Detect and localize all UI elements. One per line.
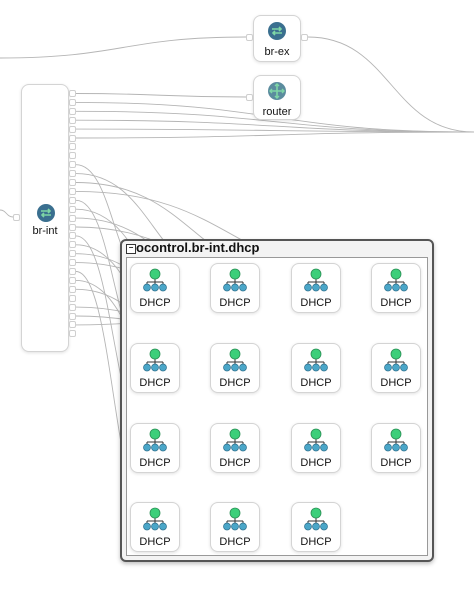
port[interactable]	[69, 196, 76, 204]
port[interactable]	[69, 179, 76, 186]
link-edge	[307, 36, 474, 133]
dhcp-node[interactable]: DHCP	[291, 502, 341, 552]
dhcp-server-icon	[143, 268, 167, 292]
link-edge	[0, 209, 14, 218]
port[interactable]	[246, 94, 253, 101]
dhcp-node[interactable]: DHCP	[130, 502, 180, 552]
dhcp-node[interactable]: DHCP	[210, 502, 260, 552]
port[interactable]	[69, 330, 76, 338]
node-label: br-ex	[264, 46, 290, 58]
port[interactable]	[69, 98, 76, 106]
port[interactable]	[69, 214, 76, 222]
node-label: DHCP	[139, 536, 171, 548]
port[interactable]	[69, 152, 76, 160]
port[interactable]	[69, 241, 76, 249]
port[interactable]	[69, 285, 76, 293]
link-edge	[75, 93, 247, 98]
port[interactable]	[69, 116, 76, 124]
node-label: DHCP	[139, 457, 171, 469]
node-label: DHCP	[219, 536, 251, 548]
port[interactable]	[69, 223, 76, 231]
dhcp-server-icon	[223, 348, 247, 372]
node-label: br-int	[32, 225, 58, 237]
node-label: router	[262, 106, 292, 118]
port[interactable]	[69, 107, 76, 115]
dhcp-node[interactable]: DHCP	[210, 423, 260, 473]
node-label: DHCP	[380, 457, 412, 469]
dhcp-node[interactable]: DHCP	[291, 423, 341, 473]
port[interactable]	[69, 134, 76, 142]
link-edge	[0, 36, 247, 59]
collapse-button[interactable]: −	[126, 244, 136, 254]
port[interactable]	[301, 34, 308, 41]
dhcp-server-icon	[223, 507, 247, 531]
switch-icon	[268, 22, 286, 40]
port[interactable]	[13, 214, 20, 221]
dhcp-server-icon	[384, 348, 408, 372]
dhcp-server-icon	[143, 507, 167, 531]
group-title: − ocontrol.br-int.dhcp	[122, 241, 432, 255]
port[interactable]	[69, 294, 76, 302]
port[interactable]	[69, 125, 76, 133]
node-router[interactable]: router	[253, 75, 301, 120]
port[interactable]	[69, 268, 76, 275]
port[interactable]	[69, 170, 76, 178]
dhcp-server-icon	[304, 268, 328, 292]
group-title-text: ocontrol.br-int.dhcp	[136, 240, 260, 255]
port[interactable]	[69, 205, 76, 213]
port[interactable]	[69, 232, 76, 240]
dhcp-server-icon	[143, 348, 167, 372]
link-edge	[75, 110, 474, 133]
dhcp-node[interactable]: DHCP	[130, 263, 180, 313]
node-label: DHCP	[300, 457, 332, 469]
dhcp-server-icon	[304, 348, 328, 372]
dhcp-server-icon	[223, 268, 247, 292]
node-label: DHCP	[219, 457, 251, 469]
dhcp-server-icon	[143, 428, 167, 452]
port[interactable]	[69, 161, 76, 169]
node-label: DHCP	[139, 297, 171, 309]
dhcp-node[interactable]: DHCP	[291, 343, 341, 393]
node-label: DHCP	[300, 297, 332, 309]
dhcp-node[interactable]: DHCP	[210, 263, 260, 313]
dhcp-node[interactable]: DHCP	[130, 423, 180, 473]
switch-icon	[37, 204, 55, 222]
node-label: DHCP	[380, 297, 412, 309]
dhcp-node[interactable]: DHCP	[130, 343, 180, 393]
node-label: DHCP	[300, 377, 332, 389]
node-label: DHCP	[219, 297, 251, 309]
port[interactable]	[246, 34, 253, 41]
port[interactable]	[69, 259, 76, 267]
dhcp-server-icon	[304, 507, 328, 531]
node-br-ex[interactable]: br-ex	[253, 15, 301, 62]
port[interactable]	[69, 312, 76, 320]
dhcp-node[interactable]: DHCP	[371, 263, 421, 313]
port[interactable]	[69, 250, 76, 258]
link-edge	[75, 131, 474, 139]
port[interactable]	[69, 90, 76, 97]
dhcp-server-icon	[223, 428, 247, 452]
router-icon	[268, 82, 286, 100]
port[interactable]	[69, 187, 76, 195]
port[interactable]	[69, 143, 76, 151]
dhcp-node[interactable]: DHCP	[210, 343, 260, 393]
dhcp-node[interactable]: DHCP	[291, 263, 341, 313]
dhcp-server-icon	[304, 428, 328, 452]
node-label: DHCP	[219, 377, 251, 389]
port[interactable]	[69, 303, 76, 311]
node-label: DHCP	[380, 377, 412, 389]
node-br-int[interactable]: br-int	[21, 84, 69, 352]
port[interactable]	[69, 321, 76, 329]
dhcp-server-icon	[384, 268, 408, 292]
dhcp-server-icon	[384, 428, 408, 452]
node-label: DHCP	[300, 536, 332, 548]
dhcp-node[interactable]: DHCP	[371, 343, 421, 393]
link-edge	[75, 128, 474, 133]
node-label: DHCP	[139, 377, 171, 389]
port[interactable]	[69, 276, 76, 284]
dhcp-node[interactable]: DHCP	[371, 423, 421, 473]
